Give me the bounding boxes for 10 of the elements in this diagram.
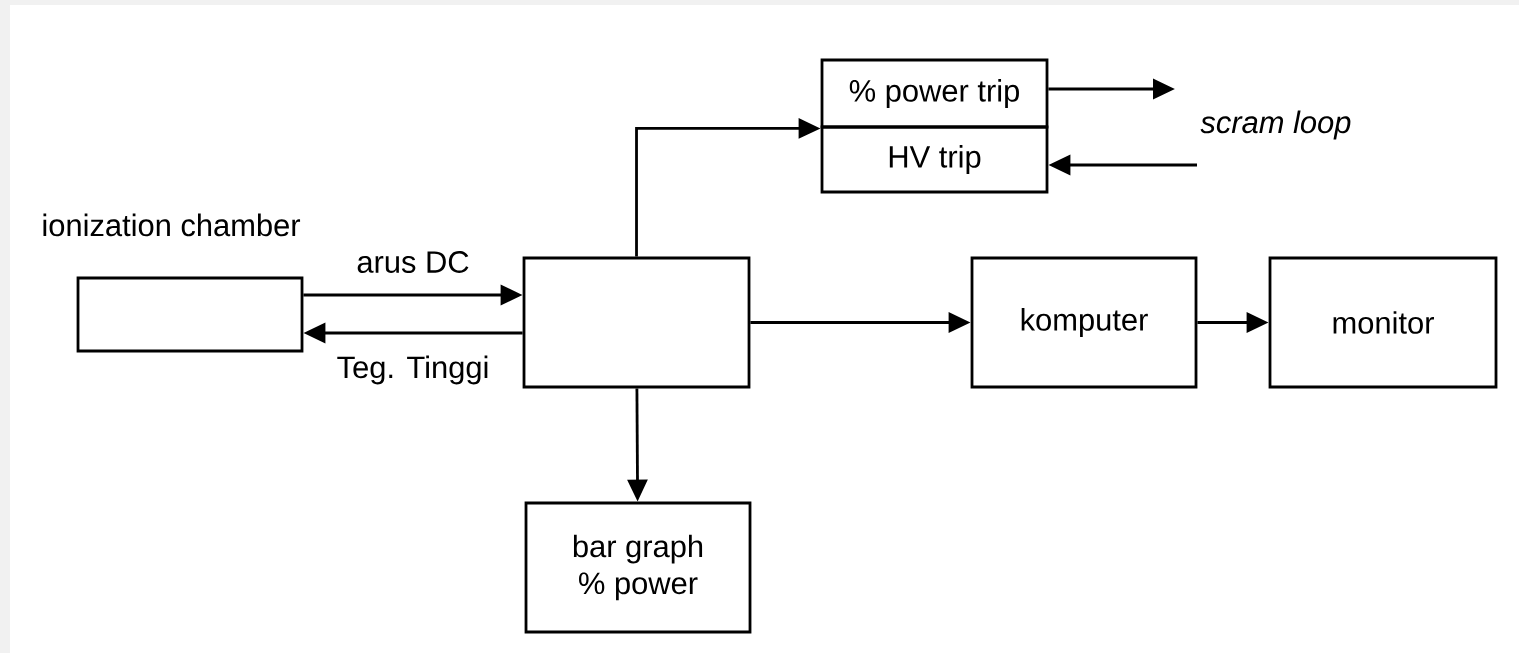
block-box xyxy=(522,256,751,389)
block-box: komputer xyxy=(970,256,1198,389)
edge-label: Teg. Tinggi xyxy=(335,354,491,386)
block-box: bar graph % power xyxy=(524,501,752,634)
box-heading: ionization chamber xyxy=(43,213,301,237)
block-box: monitor xyxy=(1268,256,1498,389)
block-box: % power trip xyxy=(820,58,1049,129)
block-box: HV trip xyxy=(820,125,1049,194)
edge-label: arus DC xyxy=(355,250,471,274)
bare-label: scram loop xyxy=(1200,110,1351,140)
